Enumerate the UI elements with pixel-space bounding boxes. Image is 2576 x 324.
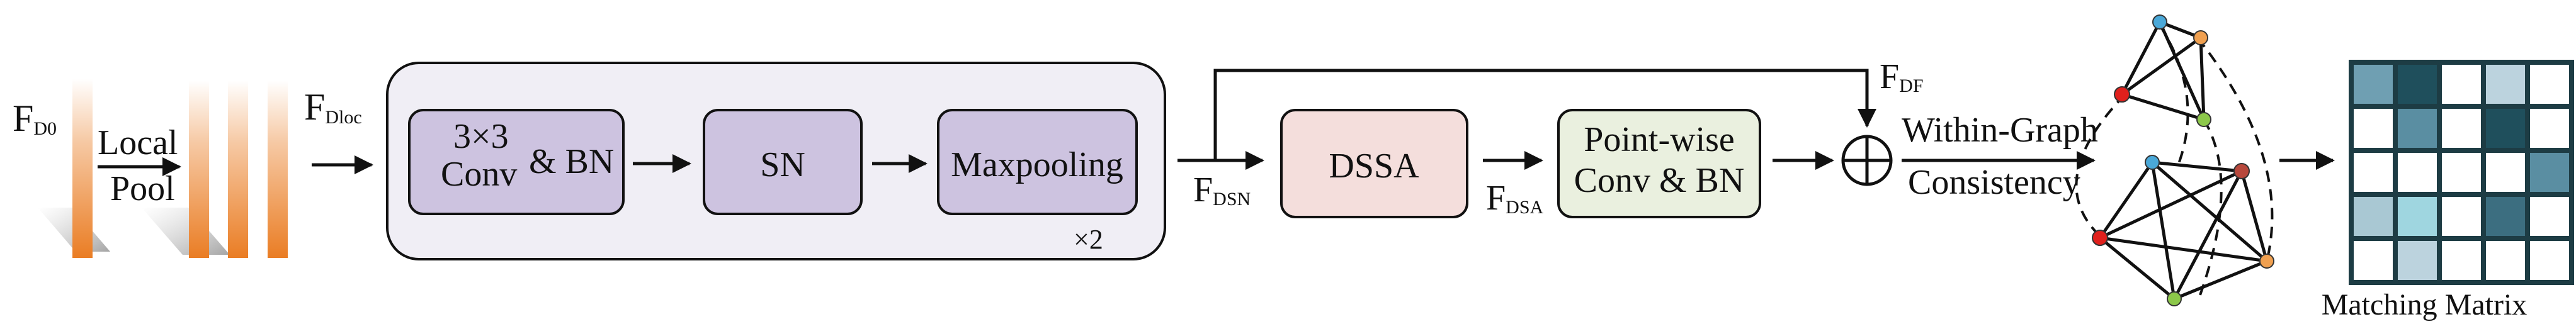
- matching-matrix: [2349, 60, 2574, 285]
- node-blue-bottom: [2145, 155, 2160, 170]
- matrix-cell: [2442, 153, 2481, 192]
- matrix-cell: [2442, 241, 2481, 280]
- node-orange-top: [2193, 30, 2208, 45]
- matrix-cell: [2442, 109, 2481, 148]
- matrix-cell: [2530, 65, 2569, 104]
- maxpool-text: Maxpooling: [951, 145, 1123, 184]
- matrix-cell: [2486, 153, 2525, 192]
- dssa-text: DSSA: [1329, 147, 1419, 186]
- bottom-graph-edges: [2098, 160, 2269, 301]
- matrix-cell: [2486, 65, 2525, 104]
- f-df-label: FDF: [1880, 57, 1924, 96]
- conv-bn-box: [408, 109, 625, 215]
- matrix-cell: [2398, 241, 2437, 280]
- node-blue-top: [2152, 14, 2167, 30]
- pointwise-line1: Point-wise: [1584, 120, 1735, 159]
- node-orange-bottom: [2259, 254, 2274, 269]
- f-d0-label: FD0: [13, 98, 57, 139]
- node-red-top: [2114, 86, 2130, 103]
- matrix-cell: [2354, 241, 2393, 280]
- matrix-cell: [2354, 153, 2393, 192]
- maxpool-box: [937, 109, 1138, 215]
- matrix-cell: [2442, 65, 2481, 104]
- pooled-bar-1: [189, 81, 209, 258]
- sn-box: [703, 109, 863, 215]
- matrix-cell: [2398, 197, 2437, 236]
- matrix-cell: [2398, 109, 2437, 148]
- matrix-cell: [2530, 197, 2569, 236]
- node-darkred-bottom: [2233, 163, 2250, 179]
- matrix-cell: [2354, 65, 2393, 104]
- correspondence-arc-3: [2159, 24, 2189, 164]
- matrix-cell: [2354, 197, 2393, 236]
- graph-pair: [2075, 14, 2274, 306]
- pointwise-line2: Conv & BN: [1574, 161, 1745, 200]
- local-pool-line1: Local: [98, 123, 178, 162]
- conv-bn-text: & BN: [529, 142, 614, 181]
- f-dsn-label: FDSN: [1193, 170, 1251, 209]
- top-graph-edges: [2120, 20, 2206, 121]
- node-red-bottom: [2092, 230, 2108, 246]
- correspondence-arc-1: [2075, 93, 2126, 240]
- dssa-box: [1280, 109, 1468, 218]
- consistency-line1: Within-Graph: [1902, 111, 2098, 150]
- pooled-shadow: [142, 208, 230, 255]
- repeat-block: 3×3 Conv & BN SN Maxpooling ×2: [386, 62, 1166, 260]
- matrix-cell: [2530, 153, 2569, 192]
- pooled-features: [142, 81, 288, 258]
- repeat-count: ×2: [1074, 224, 1103, 255]
- node-green-bottom: [2167, 291, 2182, 306]
- pointwise-box: [1557, 109, 1761, 218]
- correspondence-arc-2: [2196, 118, 2223, 303]
- matrix-cell: [2530, 241, 2569, 280]
- pooled-bar-2: [228, 81, 248, 258]
- consistency-line2: Consistency: [1908, 163, 2080, 202]
- conv-line1: 3×3: [453, 117, 509, 156]
- feature-bar-d0: [72, 79, 93, 258]
- f-dsa-label: FDSA: [1486, 179, 1544, 218]
- f-dloc-label: FDloc: [304, 86, 362, 128]
- matching-matrix-label: Matching Matrix: [2322, 288, 2528, 321]
- pooled-bar-3: [268, 81, 288, 258]
- local-pool: Local Pool: [98, 123, 181, 208]
- correspondence-arc-4: [2196, 36, 2274, 262]
- conv-line2: Conv: [441, 155, 517, 194]
- matrix-cell: [2398, 65, 2437, 104]
- node-green-top: [2196, 112, 2211, 127]
- sum-icon: [1841, 135, 1893, 186]
- matrix-cell: [2486, 241, 2525, 280]
- matrix-cell: [2486, 109, 2525, 148]
- matrix-cell: [2354, 109, 2393, 148]
- matrix-cell: [2486, 197, 2525, 236]
- local-pool-line2: Pool: [110, 169, 175, 208]
- matrix-cell: [2530, 109, 2569, 148]
- matrix-cell: [2442, 197, 2481, 236]
- matrix-cell: [2398, 153, 2437, 192]
- input-feature: FD0: [13, 79, 110, 258]
- sn-text: SN: [760, 145, 805, 184]
